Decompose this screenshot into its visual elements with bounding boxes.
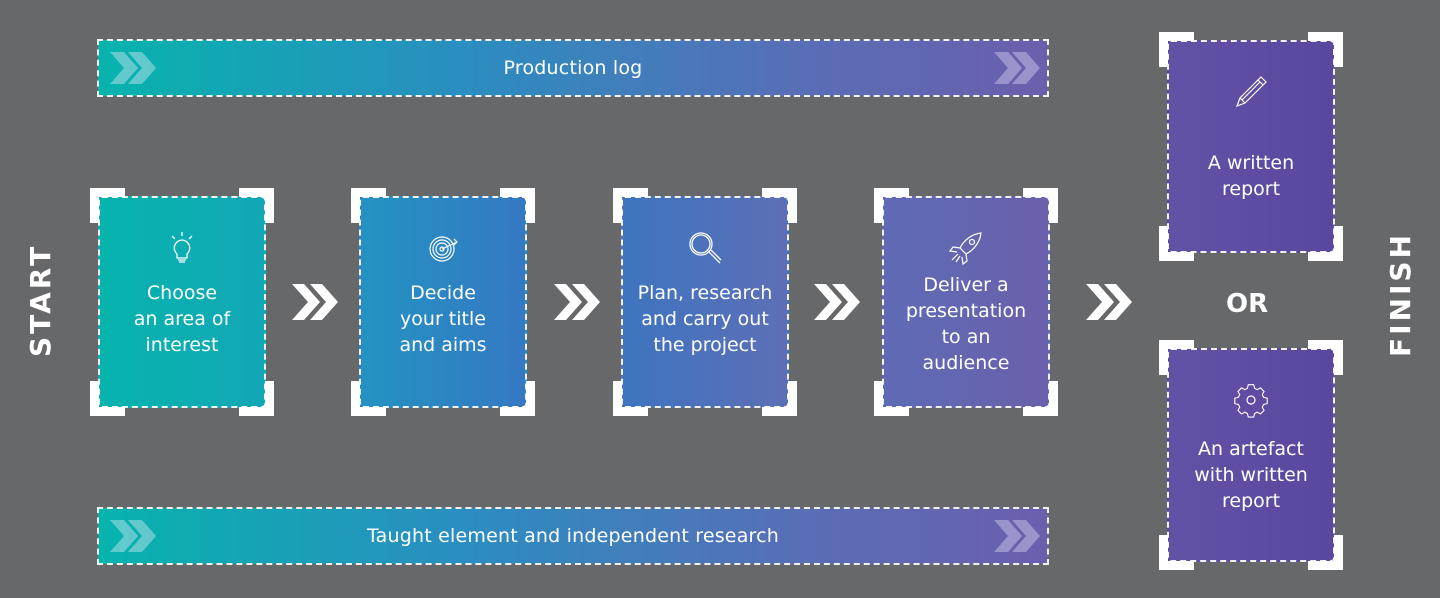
magnifier-icon (689, 232, 722, 264)
corner-bracket (1308, 226, 1343, 261)
step-decide-title: Decide your title and aims (351, 188, 535, 416)
double-chevron-icon (554, 284, 600, 320)
pencil-icon (1235, 76, 1267, 108)
gear-icon (1234, 384, 1268, 418)
corner-bracket (239, 381, 274, 416)
start-label: START (24, 244, 57, 357)
corner-bracket (1023, 188, 1058, 223)
taught-element-bar: Taught element and independent research (97, 507, 1049, 565)
step-label: Decide your title and aims (399, 282, 487, 356)
corner-bracket (1308, 32, 1343, 67)
corner-bracket (762, 381, 797, 416)
finish-text: FINISH (1384, 232, 1417, 357)
outcome-label: An artefact with written report (1194, 438, 1308, 512)
production-log-label: Production log (503, 57, 643, 79)
step-card: Plan, research and carry out the project (621, 196, 789, 408)
step-label: Deliver a presentation to an audience (905, 274, 1027, 374)
double-chevron-icon (110, 52, 156, 84)
finish-label: FINISH (1384, 232, 1417, 357)
corner-bracket (1159, 535, 1194, 570)
corner-bracket (874, 381, 909, 416)
double-chevron-icon (994, 520, 1040, 552)
corner-bracket (1023, 381, 1058, 416)
step-plan-research: Plan, research and carry out the project (613, 188, 797, 416)
corner-bracket (351, 188, 386, 223)
step-label: Plan, research and carry out the project (637, 282, 773, 356)
step-card: Deliver a presentation to an audience (882, 196, 1050, 408)
outcome-card: An artefact with written report (1167, 348, 1335, 562)
lightbulb-icon (171, 232, 193, 263)
production-log-bar: Production log (97, 39, 1049, 97)
outcome-written-report: A written report (1159, 32, 1343, 261)
double-chevron-icon (994, 52, 1040, 84)
corner-bracket (1159, 32, 1194, 67)
corner-bracket (500, 381, 535, 416)
step-label: Choose an area of interest (133, 282, 231, 356)
corner-bracket (613, 381, 648, 416)
corner-bracket (762, 188, 797, 223)
rocket-icon (948, 232, 982, 266)
double-chevron-icon (110, 520, 156, 552)
double-chevron-icon (292, 284, 338, 320)
outcome-label: A written report (1207, 152, 1295, 200)
corner-bracket (90, 381, 125, 416)
corner-bracket (90, 188, 125, 223)
outcome-artefact: An artefact with written report (1159, 340, 1343, 570)
corner-bracket (1159, 226, 1194, 261)
double-chevron-icon (814, 284, 860, 320)
corner-bracket (1159, 340, 1194, 375)
outcome-card: A written report (1167, 40, 1335, 253)
corner-bracket (1308, 535, 1343, 570)
target-icon (429, 236, 458, 262)
double-chevron-icon (1086, 284, 1132, 320)
corner-bracket (351, 381, 386, 416)
corner-bracket (500, 188, 535, 223)
step-choose-area: Choose an area of interest (90, 188, 274, 416)
step-card: Choose an area of interest (98, 196, 266, 408)
corner-bracket (1308, 340, 1343, 375)
step-card: Decide your title and aims (359, 196, 527, 408)
step-deliver-presentation: Deliver a presentation to an audience (874, 188, 1058, 416)
taught-element-label: Taught element and independent research (366, 525, 780, 547)
or-label: OR (1226, 289, 1269, 319)
corner-bracket (874, 188, 909, 223)
corner-bracket (613, 188, 648, 223)
corner-bracket (239, 188, 274, 223)
start-text: START (24, 243, 57, 357)
